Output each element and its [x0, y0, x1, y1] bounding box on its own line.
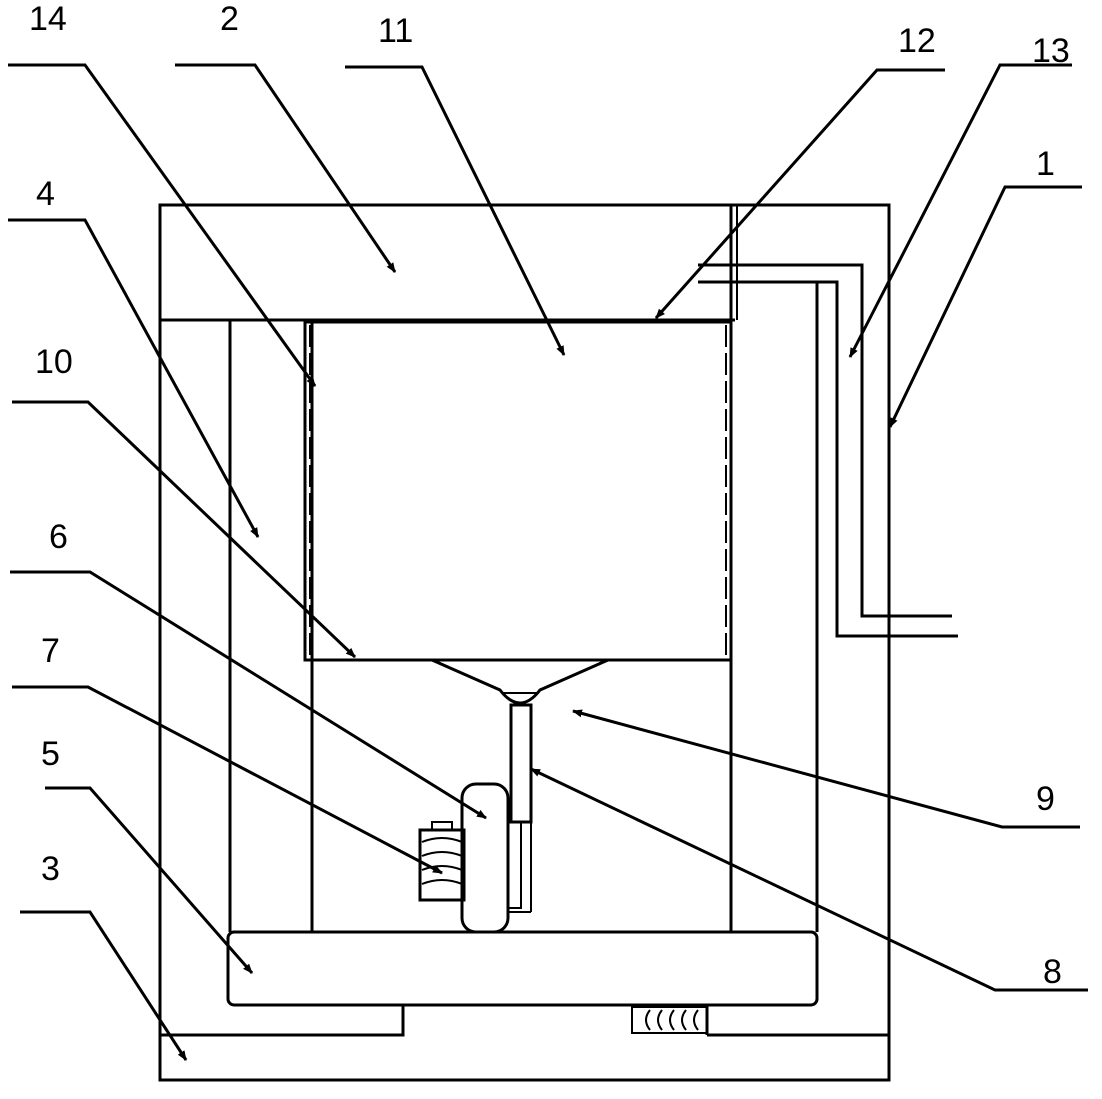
- leader-9: [572, 709, 1080, 829]
- pump: [460, 782, 510, 934]
- leader-11: [345, 65, 566, 356]
- platform: [226, 930, 819, 1007]
- label-1: 1: [1036, 145, 1055, 183]
- leader-7: [12, 685, 443, 875]
- outer-frame: [158, 203, 891, 1082]
- label-9: 9: [1036, 780, 1055, 818]
- label-5: 5: [41, 735, 60, 773]
- label-14: 14: [29, 0, 67, 38]
- label-6: 6: [49, 518, 68, 556]
- label-3: 3: [41, 850, 60, 888]
- bottom-spring: [631, 1006, 708, 1034]
- leader-10: [12, 400, 357, 659]
- label-7: 7: [41, 632, 60, 670]
- label-10: 10: [35, 343, 73, 381]
- leader-12: [654, 68, 945, 319]
- label-8: 8: [1043, 953, 1062, 991]
- leader-1: [888, 185, 1082, 428]
- label-13: 13: [1032, 32, 1070, 70]
- tube: [509, 703, 533, 824]
- leader-6: [10, 570, 487, 820]
- bottom-base: [160, 1005, 405, 1037]
- leader-13: [848, 63, 1072, 358]
- leader-5: [45, 786, 254, 974]
- leader-4: [8, 218, 260, 538]
- funnel: [431, 658, 609, 705]
- label-2: 2: [220, 0, 239, 38]
- container: [303, 320, 733, 662]
- label-12: 12: [898, 22, 936, 60]
- label-11: 11: [378, 12, 413, 50]
- label-4: 4: [36, 175, 55, 213]
- leader-14: [8, 63, 317, 387]
- leader-8: [530, 767, 1088, 992]
- leader-2: [175, 63, 397, 273]
- pipe-inner: [698, 280, 958, 638]
- leader-3: [20, 910, 188, 1061]
- pipe-outer: [698, 263, 952, 618]
